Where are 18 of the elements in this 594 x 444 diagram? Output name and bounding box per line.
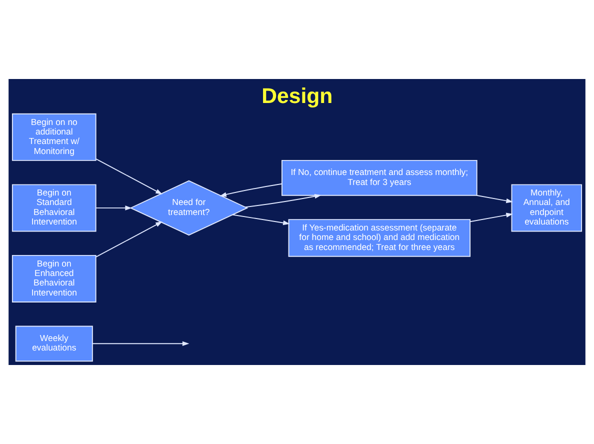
arrow xyxy=(96,222,162,258)
arrow xyxy=(96,158,162,194)
node-box: Weekly evaluations xyxy=(15,326,93,362)
arrow xyxy=(92,341,190,346)
node-box: Monthly, Annual, and endpoint evaluations xyxy=(511,184,582,232)
node-box: Begin on Standard Behavioral Intervention xyxy=(12,184,96,232)
node-box: If No, continue treatment and assess monthly; Treat for 3 years xyxy=(282,160,478,196)
arrow xyxy=(220,183,282,197)
arrow xyxy=(476,194,514,204)
node-box: Begin on no additional Treatment w/ Monitoring xyxy=(12,113,96,161)
arrow xyxy=(96,206,132,210)
arrow xyxy=(470,212,513,222)
diagram-title: Design xyxy=(262,84,333,108)
arrow xyxy=(244,194,322,208)
node-box: Begin on Enhanced Behavioral Intervention xyxy=(12,254,96,302)
arrow xyxy=(232,214,290,226)
node-box: If Yes-medication assessment (separate for home and school) and add medication as recommended; Treat for three years xyxy=(288,219,471,257)
node-diamond: Need for treatment? xyxy=(130,180,248,236)
